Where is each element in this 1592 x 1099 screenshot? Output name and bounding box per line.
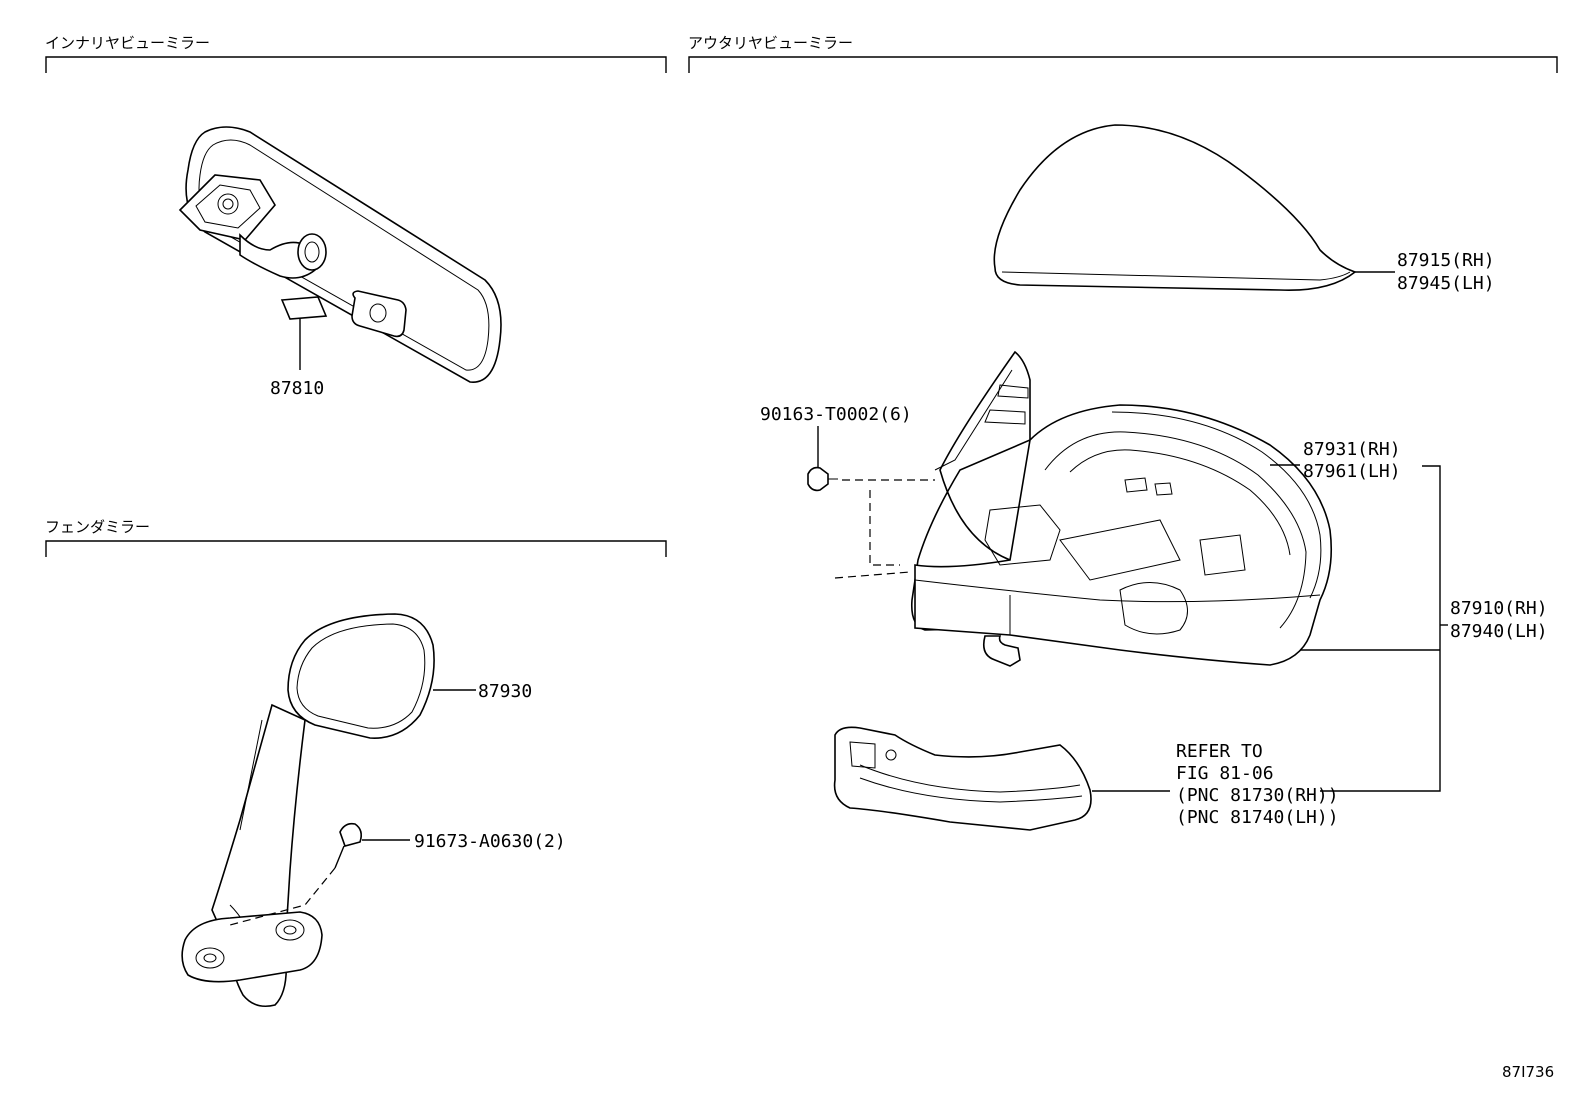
outer-mirror-cover-drawing <box>993 124 1395 291</box>
section-fender-mirror-header: フェンダミラー <box>45 518 667 557</box>
section-bracket-fender <box>45 540 667 557</box>
part-number-90163-T0002[interactable]: 90163-T0002(6) <box>760 404 912 425</box>
part-number-87931-rh[interactable]: 87931(RH) <box>1303 439 1401 460</box>
section-inner-mirror-header: インナリヤビューミラー <box>45 34 667 73</box>
outer-mirror-assembly-drawing <box>910 350 1441 792</box>
refer-note-line2[interactable]: FIG 81-06 <box>1176 763 1274 784</box>
inner-mirror-drawing <box>178 126 502 383</box>
part-number-87810[interactable]: 87810 <box>270 378 324 399</box>
section-title-inner-mirror: インナリヤビューミラー <box>45 34 210 52</box>
part-number-87915-rh[interactable]: 87915(RH) <box>1397 250 1495 271</box>
refer-note: REFER TO FIG 81-06 (PNC 81730(RH)) (PNC … <box>1176 741 1339 828</box>
refer-note-line3: (PNC 81730(RH)) <box>1176 785 1339 806</box>
refer-note-line1: REFER TO <box>1176 741 1263 762</box>
section-title-fender-mirror: フェンダミラー <box>45 518 150 536</box>
part-number-87940-lh[interactable]: 87940(LH) <box>1450 621 1548 642</box>
outer-screw-drawing <box>807 426 935 579</box>
part-number-87945-lh[interactable]: 87945(LH) <box>1397 273 1495 294</box>
turn-signal-lamp-drawing <box>833 726 1170 831</box>
section-outer-mirror-header: アウタリヤビューミラー <box>688 34 1558 73</box>
part-number-91673-A0630[interactable]: 91673-A0630(2) <box>414 831 566 852</box>
figure-id: 87I736 <box>1502 1063 1554 1081</box>
fender-mirror-drawing <box>181 613 476 1008</box>
refer-note-line4: (PNC 81740(LH)) <box>1176 807 1339 828</box>
section-bracket-outer <box>688 56 1558 73</box>
section-title-outer-mirror: アウタリヤビューミラー <box>688 34 853 52</box>
part-number-87930[interactable]: 87930 <box>478 681 532 702</box>
part-number-87961-lh[interactable]: 87961(LH) <box>1303 461 1401 482</box>
section-bracket-inner <box>45 56 667 73</box>
part-number-87910-rh[interactable]: 87910(RH) <box>1450 598 1548 619</box>
